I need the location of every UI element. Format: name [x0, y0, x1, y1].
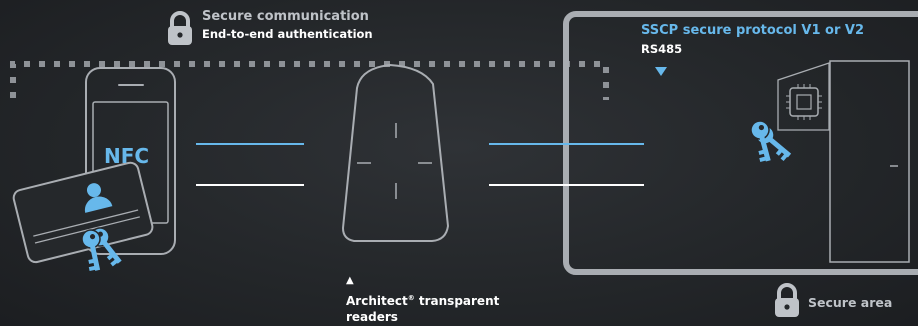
reader-icon: [341, 63, 450, 242]
sscp-protocol-title: SSCP secure protocol V1 or V2: [641, 23, 865, 38]
reader-caption-suffix: transparent readers: [346, 294, 500, 324]
chip-icon: [786, 84, 822, 120]
up-arrow-icon: ▲: [346, 275, 354, 286]
nfc-label: NFC: [104, 144, 150, 168]
secure-area-label: Secure area: [808, 295, 893, 310]
secure-communication-path: [10, 61, 609, 100]
reader-caption: Architect® transparent readers: [346, 290, 536, 325]
secure-communication-title: Secure communication: [202, 9, 369, 24]
lock-icon: [168, 11, 192, 45]
lock-icon: [775, 283, 799, 317]
key-icon: [750, 120, 771, 163]
registered-mark: ®: [407, 294, 415, 302]
reader-caption-prefix: Architect: [346, 294, 408, 308]
rs485-label: RS485: [641, 42, 683, 56]
id-card-icon: [12, 161, 154, 264]
down-arrow-icon: [655, 67, 667, 76]
key-icon: [81, 229, 101, 271]
secure-communication-subtitle: End-to-end authentication: [202, 27, 373, 41]
door-icon: [777, 60, 910, 263]
